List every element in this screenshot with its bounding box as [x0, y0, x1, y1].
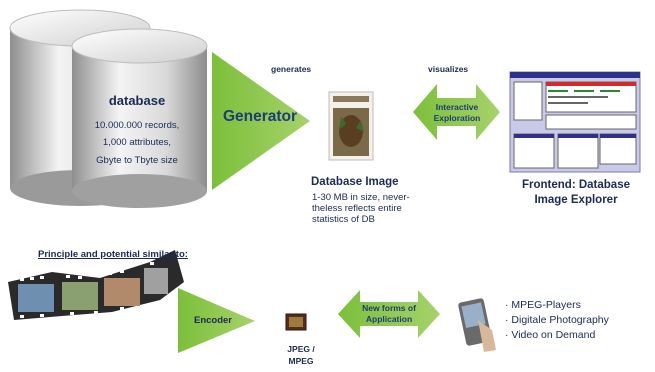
database-records: 10.000.000 records,: [94, 120, 180, 131]
db-image-desc: 1-30 MB in size, never- theless reflects…: [312, 192, 410, 225]
film-strip-icon: [8, 250, 184, 320]
encoder-label: Encoder: [193, 315, 232, 326]
interactive-exploration-arrow: [413, 84, 500, 140]
camera-icon: [285, 313, 307, 331]
generates-label: generates: [271, 64, 312, 74]
interactive-exploration-label: Interactive Exploration: [420, 102, 494, 124]
jpeg-line2: MPEG: [288, 356, 314, 366]
frontend-line2: Image Explorer: [534, 194, 618, 206]
db-image-desc-1: 1-30 MB in size, never-: [312, 192, 410, 203]
screenshot-icon: [509, 71, 641, 173]
jpeg-mpeg-label: JPEG / MPEG: [276, 343, 326, 367]
frontend-caption: Frontend: Database Image Explorer: [506, 178, 646, 208]
db-image-desc-3: statistics of DB: [312, 214, 375, 225]
visualizes-label: visualizes: [428, 64, 469, 74]
new-forms-label: New forms of Application: [354, 303, 424, 325]
principle-heading: Principle and potential similar to:: [38, 249, 188, 260]
db-image-desc-2: theless reflects entire: [312, 203, 402, 214]
new-forms-line2: Application: [365, 314, 413, 324]
list-item: · Video on Demand: [505, 329, 596, 341]
generator-label: Generator: [222, 108, 298, 125]
database-attributes: 1,000 attributes,: [102, 137, 172, 148]
db-image-title: Database Image: [311, 176, 399, 188]
pda-icon: [458, 298, 496, 352]
book-cover-icon: [328, 91, 374, 161]
database-cylinder-front: [71, 28, 208, 208]
database-size: Gbyte to Tbyte size: [96, 155, 178, 166]
jpeg-line1: JPEG /: [287, 344, 315, 354]
encoder-triangle: [178, 288, 255, 353]
applications-list: · MPEG-Players · Digitale Photography · …: [505, 298, 609, 343]
new-forms-line1: New forms of: [362, 303, 416, 313]
new-forms-arrow: [338, 290, 440, 338]
generator-triangle: [212, 52, 310, 190]
interactive-line1: Interactive: [435, 102, 479, 112]
database-title: database: [108, 93, 166, 108]
list-item: · MPEG-Players: [505, 299, 581, 311]
interactive-line2: Exploration: [433, 113, 481, 123]
frontend-line1: Frontend: Database: [522, 179, 630, 191]
list-item: · Digitale Photography: [505, 314, 609, 326]
